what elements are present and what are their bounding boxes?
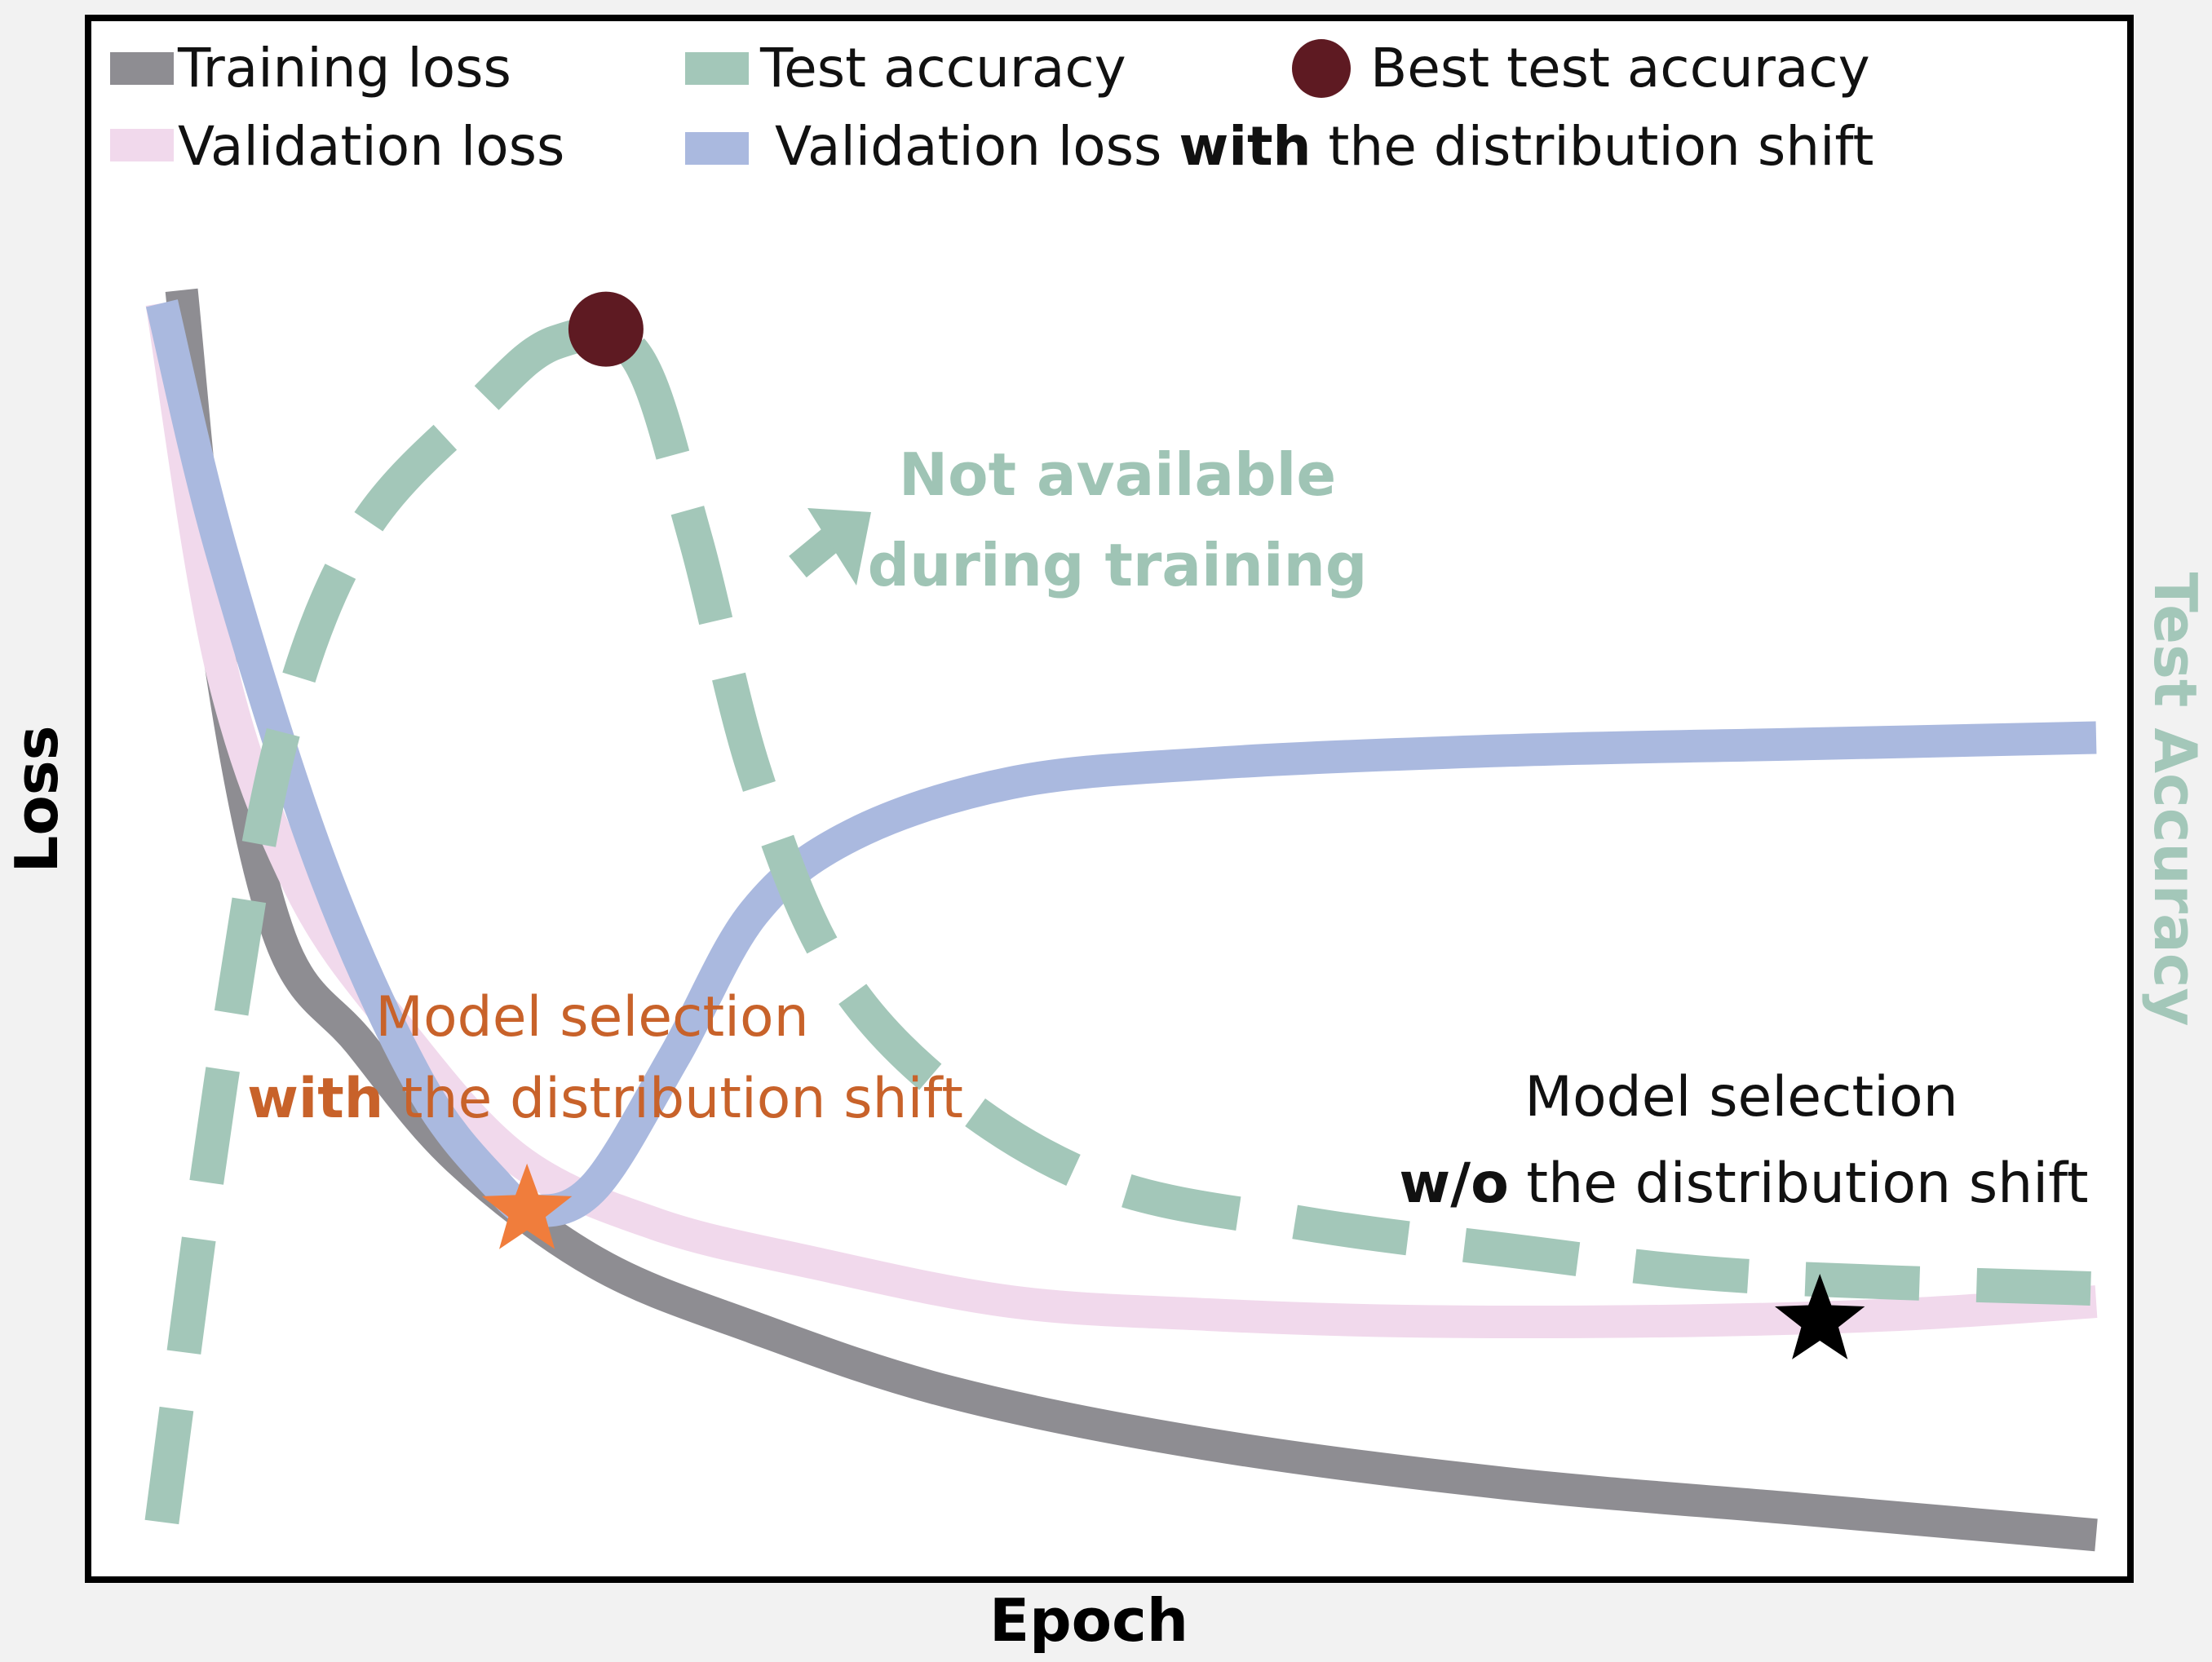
not-available-line-2: during training xyxy=(868,531,1368,599)
legend-swatch-validation xyxy=(110,129,174,161)
not-available-arrow xyxy=(789,508,871,586)
point-model-selection-with-the-distribution-shift xyxy=(481,1163,573,1249)
ms-wo-rest: the distribution shift xyxy=(1509,1151,2089,1216)
plot-frame xyxy=(85,15,2134,1583)
legend-shift-pre: Validation loss xyxy=(775,115,1179,178)
ms-with-rest: the distribution shift xyxy=(383,1067,963,1131)
ms-wo-bold: w/o xyxy=(1399,1151,1508,1216)
legend-label-shift: Validation loss with the distribution sh… xyxy=(775,115,1874,178)
ms-wo-line-1: Model selection xyxy=(1524,1065,1958,1129)
legend-swatch-shift xyxy=(685,132,749,165)
legend-label-best: Best test accuracy xyxy=(1370,37,1870,99)
points-layer xyxy=(481,291,1865,1359)
legend-shift-post: the distribution shift xyxy=(1312,115,1874,178)
y2-axis-title: Test Accuracy xyxy=(2141,572,2210,1027)
point-model-selection-w-o-the-distribution-shift xyxy=(1775,1274,1865,1359)
legend-swatch-test xyxy=(685,52,749,85)
legend-label-training: Training loss xyxy=(177,37,511,99)
ms-with-line-2: with the distribution shift xyxy=(247,1067,963,1131)
series-line-validation-loss-with-the-distribution-shift xyxy=(145,299,2097,1227)
y-axis-title: Loss xyxy=(2,725,71,873)
point-best-test-accuracy xyxy=(568,291,644,367)
legend-swatch-training xyxy=(110,52,174,85)
ms-with-line-1: Model selection xyxy=(375,985,808,1050)
x-axis-title: Epoch xyxy=(989,1586,1188,1655)
series-layer xyxy=(144,288,2098,1552)
legend-label-test: Test accuracy xyxy=(759,37,1126,99)
series-line-test-accuracy xyxy=(144,316,2097,1525)
ms-with-bold: with xyxy=(247,1067,383,1131)
legend-marker-best xyxy=(1292,39,1351,98)
legend-label-validation: Validation loss xyxy=(178,115,564,178)
ms-wo-line-2: w/o the distribution shift xyxy=(1399,1151,2088,1216)
not-available-line-1: Not available xyxy=(899,440,1336,509)
legend: Training loss Validation loss Test accur… xyxy=(110,37,1874,178)
legend-shift-bold: with xyxy=(1179,115,1311,178)
